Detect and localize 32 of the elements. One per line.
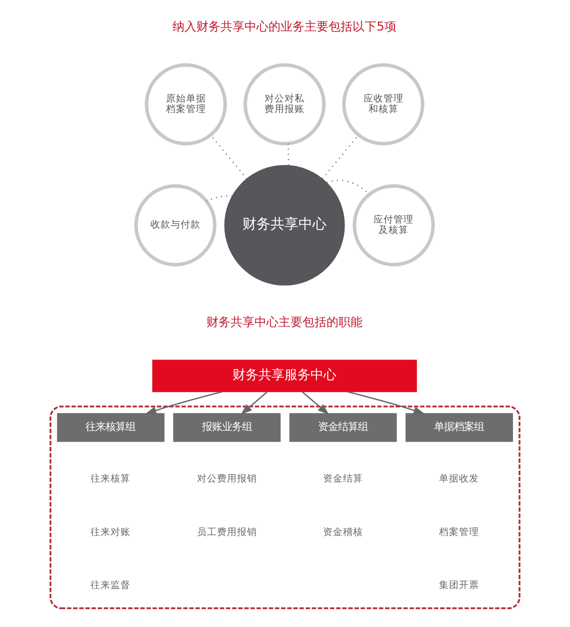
node-circle: 对公对私费用报账 bbox=[244, 63, 326, 146]
arrow bbox=[240, 391, 268, 415]
node-circle: 应收管理和核算 bbox=[342, 63, 424, 146]
label: 档案管理 bbox=[439, 526, 480, 538]
label: 员工费用报销 bbox=[196, 526, 257, 538]
label: 资金稽核 bbox=[323, 526, 364, 538]
connector bbox=[326, 180, 370, 195]
label: 集团开票 bbox=[439, 580, 480, 592]
label: 资金结算 bbox=[323, 473, 364, 484]
connector bbox=[288, 144, 290, 166]
arrow bbox=[347, 391, 425, 414]
node-circle: 财务共享中心 bbox=[224, 165, 345, 286]
node-circle: 原始单据档案管理 bbox=[144, 63, 227, 146]
label: 纳入财务共享中心的业务主要包括以下5项 bbox=[172, 20, 396, 34]
connector bbox=[206, 195, 232, 202]
node-circle: 收款与付款 bbox=[134, 184, 216, 266]
node-box: 单据档案组 bbox=[406, 413, 513, 442]
label: 对公费用报销 bbox=[196, 473, 257, 484]
label: 往来监督 bbox=[90, 580, 131, 592]
node-box: 往来核算组 bbox=[57, 413, 164, 442]
node-box: 报账业务组 bbox=[173, 413, 281, 442]
arrow bbox=[302, 391, 330, 415]
arrow bbox=[145, 391, 222, 414]
label: 单据收发 bbox=[439, 473, 480, 484]
label: 往来对账 bbox=[90, 526, 131, 538]
connector bbox=[322, 134, 360, 180]
label: 财务共享中心主要包括的职能 bbox=[206, 314, 363, 329]
node-box: 资金结算组 bbox=[289, 413, 397, 442]
node-box: 财务共享服务中心 bbox=[152, 360, 417, 392]
connector bbox=[210, 134, 248, 180]
node-circle: 应付管理及核算 bbox=[352, 184, 435, 266]
label: 往来核算 bbox=[90, 473, 131, 484]
